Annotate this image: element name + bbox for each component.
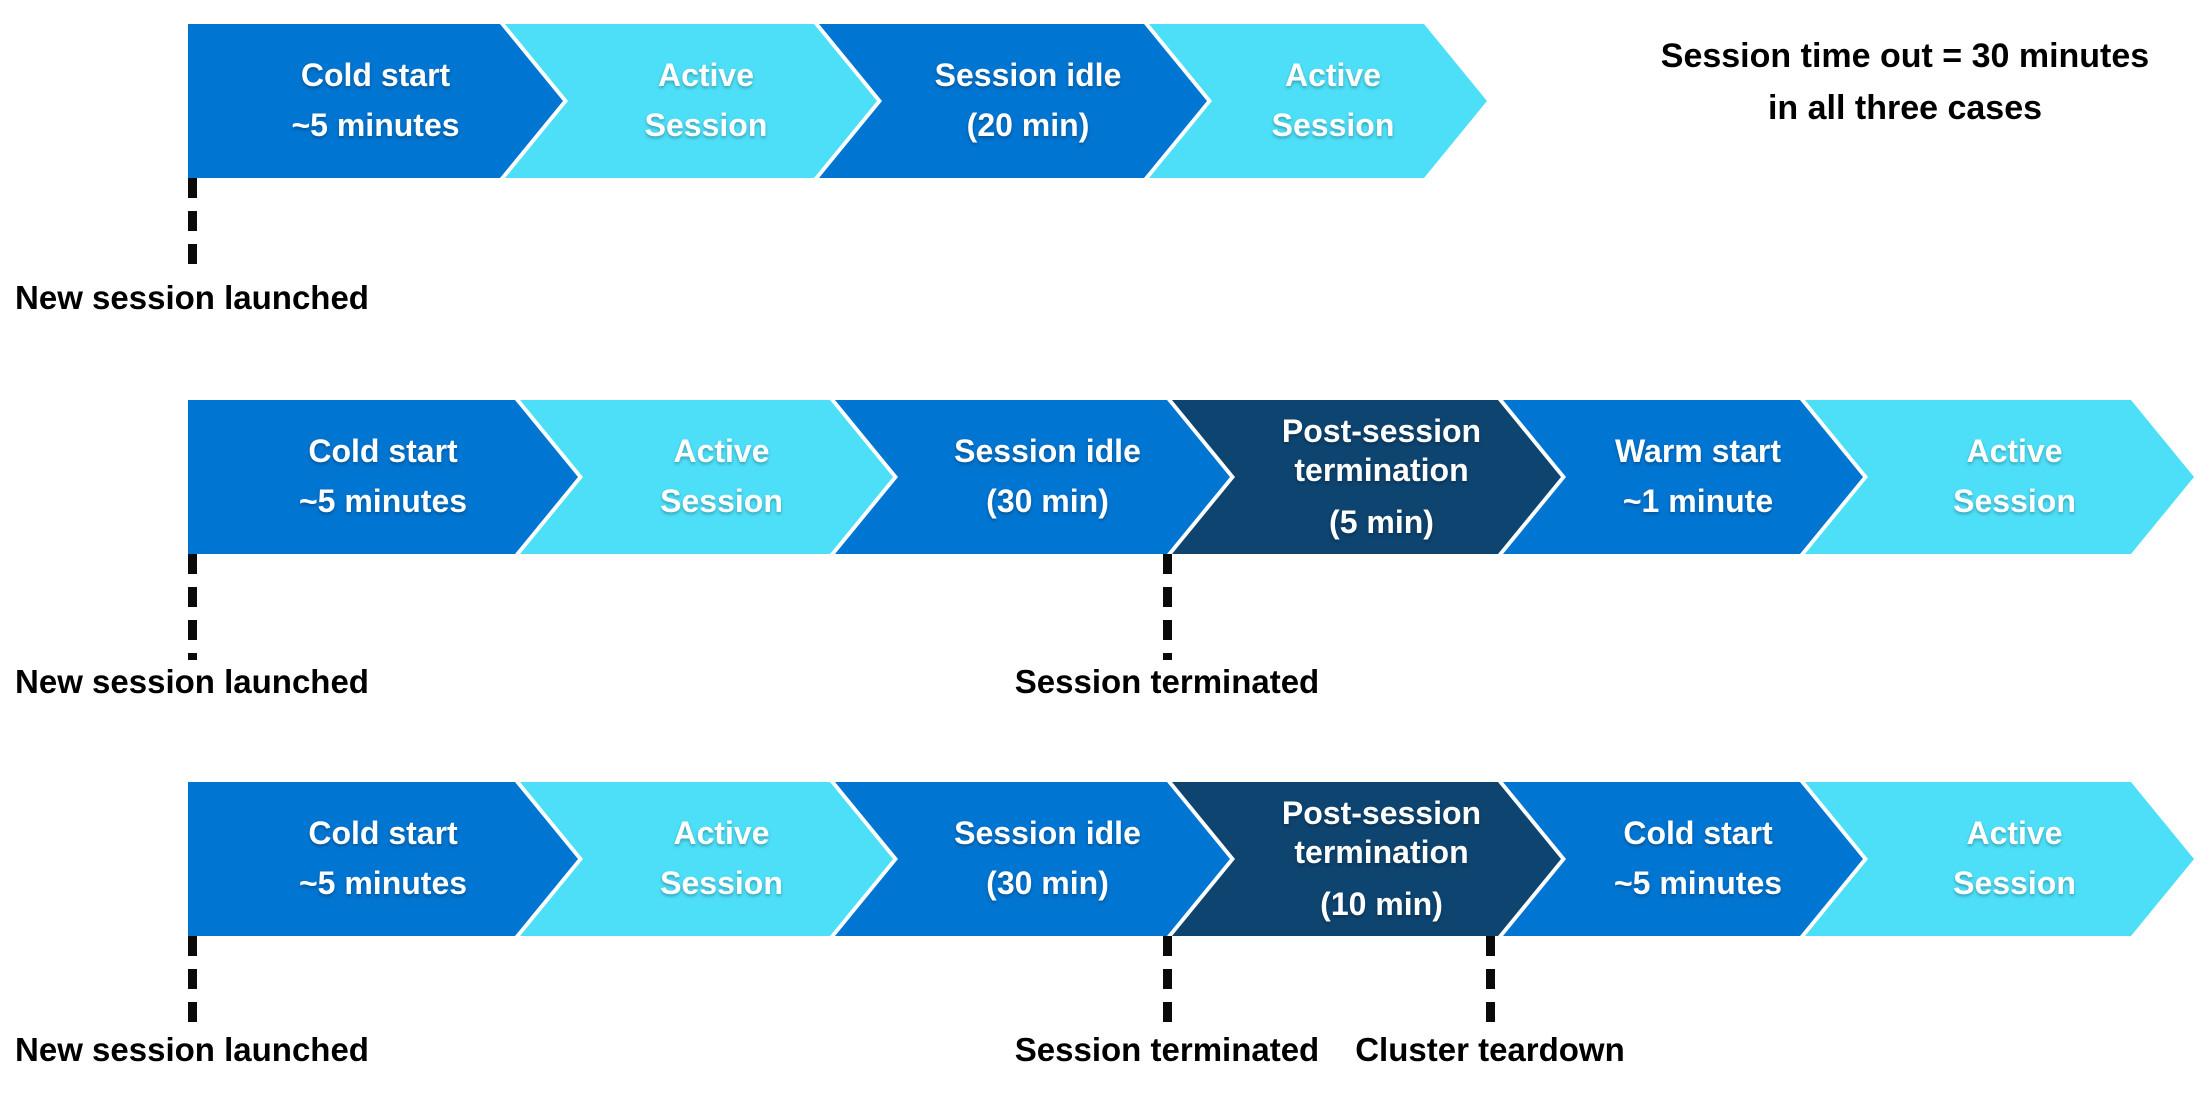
- event-marker-dashed-line: [1486, 936, 1495, 1028]
- chevron-label-line: Post-session: [1281, 413, 1482, 450]
- chevron-segment: Cold start ~5 minutes: [188, 24, 563, 178]
- chevron-segment: Cold start ~5 minutes: [188, 782, 578, 936]
- chevron-label: Cold start ~5 minutes: [188, 400, 578, 554]
- chevron-label-line: Active: [1966, 433, 2063, 470]
- chevron-label-line: ~1 minute: [1622, 483, 1774, 519]
- event-marker-label: Session terminated: [1014, 663, 1320, 700]
- chevron-label: Warm start ~1 minute: [1503, 400, 1863, 554]
- chevron-label-line: (5 min): [1329, 504, 1434, 541]
- timeout-note-line-1: Session time out = 30 minutes: [1660, 37, 2150, 75]
- chevron-label-line: ~5 minutes: [298, 865, 468, 901]
- chevron-label-line: Cold start: [308, 433, 458, 470]
- chevron-label-line: Session idle: [934, 57, 1122, 94]
- chevron-label: Session idle (30 min): [835, 400, 1230, 554]
- chevron-label-line: Session idle: [954, 433, 1141, 470]
- chevron-label-line: Post-session: [1281, 795, 1482, 832]
- chevron-label-line: termination: [1294, 451, 1469, 488]
- chevron-label-line: Cold start: [300, 57, 451, 94]
- chevron-label: Cold start ~5 minutes: [188, 24, 563, 178]
- chevron-segment: Session idle (30 min): [835, 400, 1230, 554]
- event-marker-dashed-line: [1163, 554, 1172, 660]
- event-marker-dashed-line: [1163, 936, 1172, 1028]
- chevron-label-line: Active: [1284, 57, 1382, 94]
- chevron-label-line: (20 min): [966, 107, 1090, 143]
- chevron-label-line: Session: [1271, 107, 1395, 143]
- chevron-label-line: Session: [1953, 483, 2076, 519]
- chevron-label-line: ~5 minutes: [1613, 865, 1783, 901]
- chevron-label-line: Session idle: [954, 815, 1141, 852]
- event-marker-label: Session terminated: [1014, 1031, 1320, 1068]
- chevron-segment: Session idle (20 min): [819, 24, 1207, 178]
- chevron-label-line: Warm start: [1615, 433, 1781, 470]
- chevron-label-line: Cold start: [1623, 815, 1773, 852]
- chevron-label-line: (30 min): [986, 865, 1109, 901]
- chevron-label-line: Active: [673, 433, 770, 470]
- timeout-note: Session time out = 30 minutes in all thr…: [1455, 30, 2205, 134]
- event-marker-label: New session launched: [15, 663, 369, 700]
- chevron-label: Cold start ~5 minutes: [188, 782, 578, 936]
- chevron-label-line: Active: [657, 57, 755, 94]
- chevron-label-line: Session: [660, 483, 783, 519]
- chevron-label: Session idle (30 min): [835, 782, 1230, 936]
- chevron-label-line: Cold start: [308, 815, 458, 852]
- chevron-label: Session idle (20 min): [819, 24, 1207, 178]
- chevron-label-line: Session: [644, 107, 768, 143]
- event-marker-dashed-line: [188, 178, 197, 276]
- chevron-label-line: Session: [1953, 865, 2076, 901]
- chevron-label-line: Session: [660, 865, 783, 901]
- chevron-label-line: (10 min): [1320, 886, 1443, 923]
- event-marker-dashed-line: [188, 936, 197, 1028]
- chevron-label-line: termination: [1294, 833, 1469, 870]
- event-marker-label: Cluster teardown: [1355, 1031, 1625, 1068]
- chevron-label-line: (30 min): [986, 483, 1109, 519]
- chevron-segment: Cold start ~5 minutes: [188, 400, 578, 554]
- event-marker-label: New session launched: [15, 1031, 369, 1068]
- event-marker-label: New session launched: [15, 279, 369, 316]
- chevron-label: Cold start ~5 minutes: [1503, 782, 1863, 936]
- timeout-note-line-2: in all three cases: [1767, 89, 2043, 127]
- chevron-label-line: Active: [1966, 815, 2063, 852]
- chevron-label-line: ~5 minutes: [298, 483, 468, 519]
- chevron-segment: Session idle (30 min): [835, 782, 1230, 936]
- chevron-label-line: Active: [673, 815, 770, 852]
- event-marker-dashed-line: [188, 554, 197, 660]
- chevron-label-line: ~5 minutes: [291, 107, 460, 143]
